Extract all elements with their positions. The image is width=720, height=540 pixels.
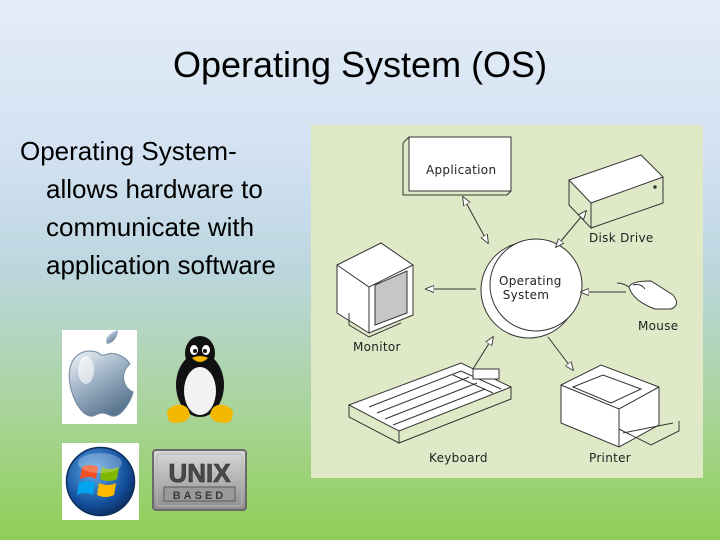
disk-drive-icon xyxy=(568,154,664,230)
printer-icon xyxy=(560,364,680,448)
label-application: Application xyxy=(426,163,497,177)
bullet-first-line: Operating System- xyxy=(20,136,237,166)
slide-title: Operating System (OS) xyxy=(172,44,548,85)
bullet-text: Operating System- allows hardware to com… xyxy=(20,132,310,284)
label-os-line1: Operating xyxy=(499,274,562,288)
label-keyboard: Keyboard xyxy=(429,451,488,465)
arrow-application xyxy=(463,197,488,243)
mouse-icon xyxy=(616,280,677,310)
windows-logo-icon xyxy=(62,443,139,520)
arrow-disk-drive xyxy=(556,211,586,247)
apple-logo-icon xyxy=(62,330,137,424)
keyboard-icon xyxy=(347,362,513,444)
arrow-printer xyxy=(547,336,573,370)
label-disk-drive: Disk Drive xyxy=(589,231,654,245)
label-monitor: Monitor xyxy=(353,340,401,354)
unix-badge-icon: UNIX BASED xyxy=(152,449,247,511)
label-os-line2: System xyxy=(502,288,550,302)
label-mouse: Mouse xyxy=(638,319,679,333)
os-circle xyxy=(480,238,583,339)
unix-text: UNIX xyxy=(168,458,231,488)
bullet-continuation: allows hardware to communicate with appl… xyxy=(46,174,276,280)
os-diagram: Application Disk Drive Mouse Monitor Key… xyxy=(311,125,703,478)
label-printer: Printer xyxy=(589,451,632,465)
label-operating-system: Operating System xyxy=(499,274,562,302)
monitor-icon xyxy=(336,242,414,338)
tux-penguin-icon xyxy=(160,333,240,425)
based-text: BASED xyxy=(173,490,227,502)
application-box xyxy=(402,136,512,196)
